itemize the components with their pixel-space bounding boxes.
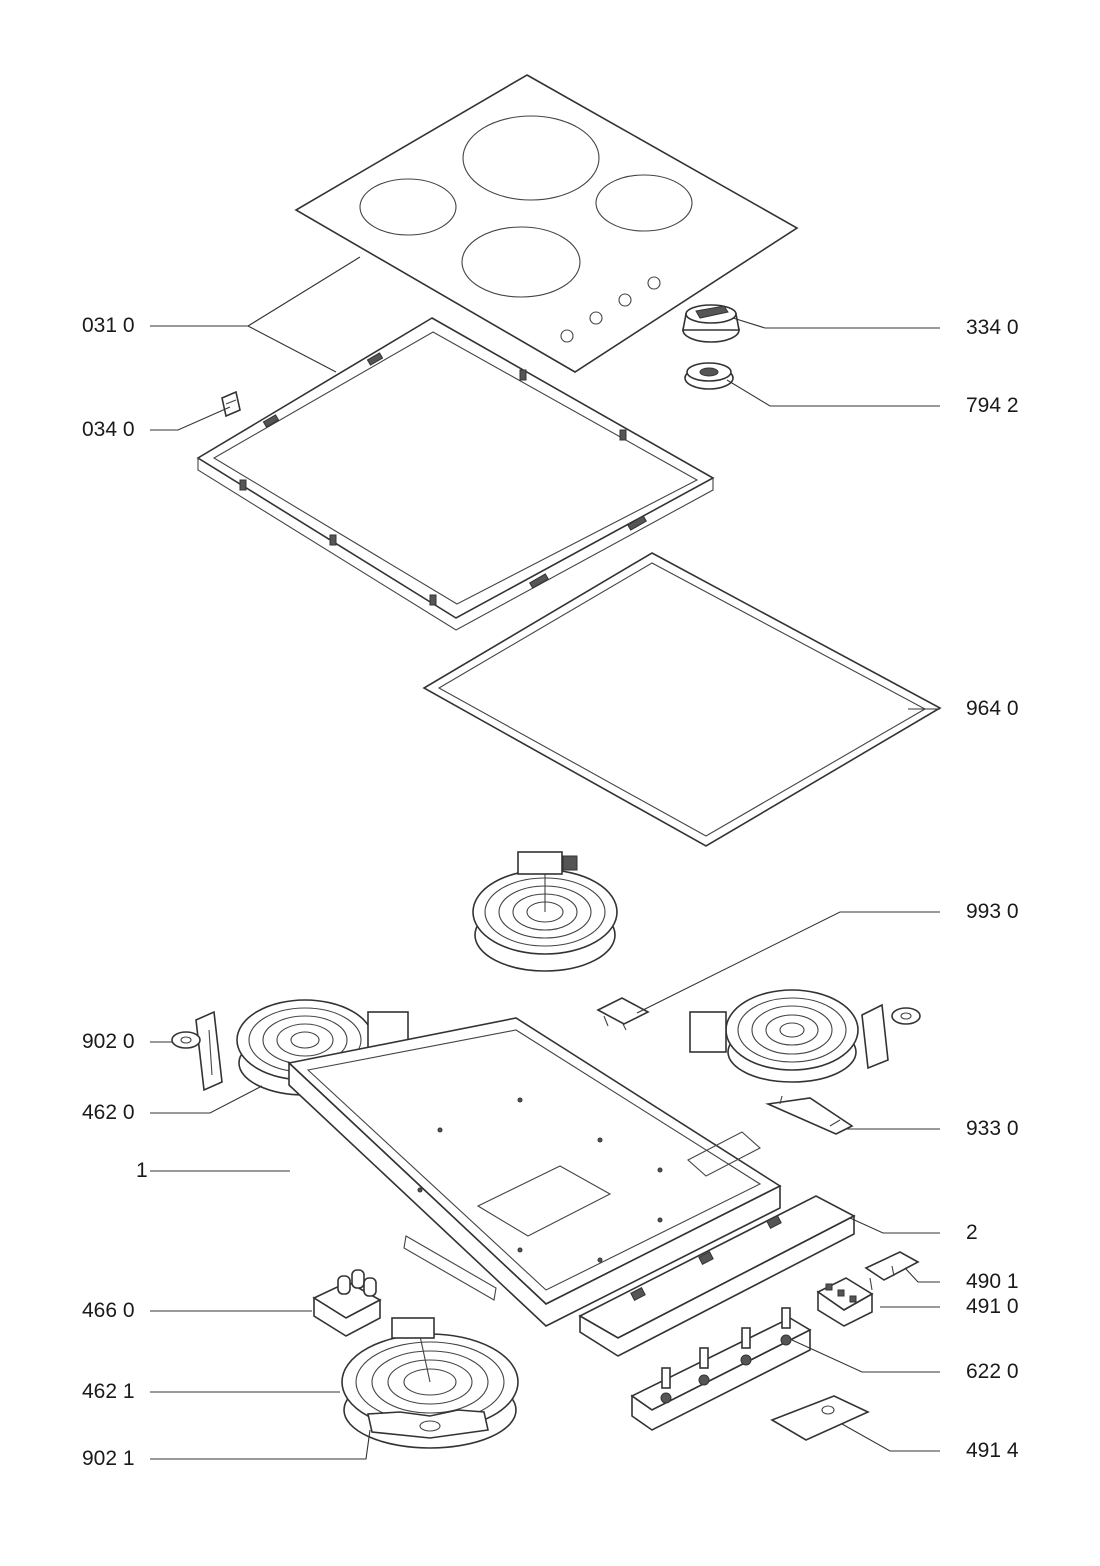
cooktop-frame xyxy=(196,317,715,631)
connector-block xyxy=(816,1277,874,1327)
label-knob-ring: 794 2 xyxy=(966,394,1019,417)
label-energy-regulators: 622 0 xyxy=(966,1360,1019,1383)
terminal-466 xyxy=(312,1269,382,1337)
label-heater-left: 462 0 xyxy=(82,1101,135,1124)
label-control-housing: 2 xyxy=(966,1221,978,1244)
label-terminal-block: 490 1 xyxy=(966,1270,1019,1293)
frame-clip xyxy=(221,390,241,418)
cover-plate xyxy=(770,1395,870,1441)
heater-bracket-bottom xyxy=(367,1409,489,1439)
label-base-tray: 1 xyxy=(136,1159,148,1182)
seal-gasket xyxy=(422,552,942,847)
heater-bracket-left xyxy=(171,1010,223,1092)
label-connector-block: 491 0 xyxy=(966,1295,1019,1318)
label-heater-front: 462 1 xyxy=(82,1380,135,1403)
label-knob: 334 0 xyxy=(966,316,1019,339)
base-tray xyxy=(287,1017,782,1327)
energy-regulators xyxy=(630,1307,812,1431)
label-seal-gasket: 964 0 xyxy=(966,697,1019,720)
knob-ring xyxy=(684,362,734,390)
radiant-heater-right xyxy=(689,989,921,1083)
label-cover-plate: 491 4 xyxy=(966,1439,1019,1462)
leader-lines xyxy=(150,256,940,1460)
control-housing xyxy=(578,1195,856,1357)
control-knob xyxy=(682,304,740,343)
radiant-heater-rear xyxy=(472,851,618,972)
label-glass-top: 031 0 xyxy=(82,314,135,337)
label-sensor-bracket: 933 0 xyxy=(966,1117,1019,1140)
label-terminal-466: 466 0 xyxy=(82,1299,135,1322)
terminal-block xyxy=(864,1251,920,1291)
label-temp-limiter: 993 0 xyxy=(966,900,1019,923)
label-bracket-left: 902 0 xyxy=(82,1030,135,1053)
label-bracket-bottom: 902 1 xyxy=(82,1447,135,1470)
label-frame-clip: 034 0 xyxy=(82,418,135,441)
sensor-bracket xyxy=(765,1095,854,1135)
temperature-limiter xyxy=(596,997,650,1031)
glass-cooktop-panel xyxy=(294,74,799,373)
